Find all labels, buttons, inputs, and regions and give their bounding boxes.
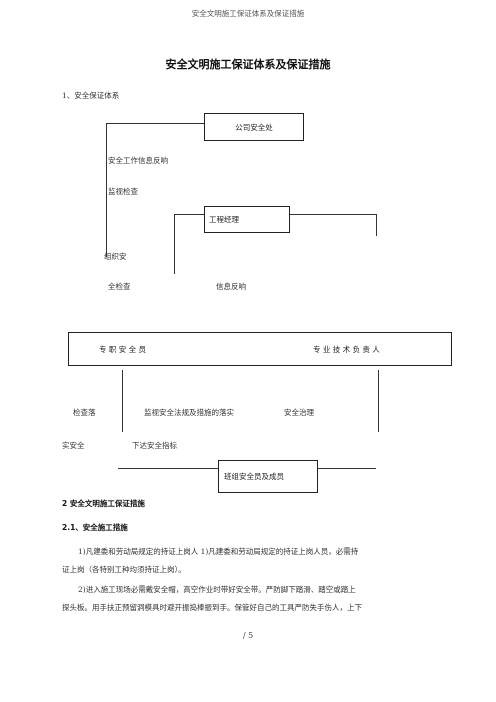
info-feedback-2-label: 信息反响 <box>216 282 246 291</box>
full-time-safety-label: 专 职 安 全 员 <box>99 344 147 354</box>
connector-line <box>378 370 379 432</box>
connector-line <box>122 370 123 432</box>
section-2-heading: 2 安全文明施工保证措施 <box>62 499 145 508</box>
team-safety-box: 班组安全员及成员 <box>218 460 318 493</box>
paragraph-1-line-2: 证上岗（各特别工种均须持证上岗）。 <box>62 565 186 574</box>
connector-line <box>318 468 376 469</box>
page-number: / 5 <box>242 631 254 640</box>
connector-line <box>174 214 175 274</box>
project-manager-box: 工程经理 <box>204 206 290 233</box>
connector-line <box>376 214 377 236</box>
tech-lead-label: 专 业 技 术 负 责 人 <box>313 344 380 354</box>
company-safety-label: 公司安全处 <box>235 122 273 132</box>
section-2-1-heading: 2.1、安全施工措施 <box>62 523 128 532</box>
safety-staff-row: 专 职 安 全 员 专 业 技 术 负 责 人 <box>68 332 452 366</box>
connector-line <box>118 468 218 469</box>
connector-line <box>290 214 376 215</box>
implement-safety-label: 实安全 <box>62 441 85 450</box>
organize-safety-label: 组织安 <box>104 252 127 261</box>
paragraph-2-line-2: 探头板。用手扶正预留洞模具时避开振捣棒振到手。保管好自己的工具严防失手伤人，上下 <box>62 603 362 612</box>
connector-line <box>106 123 204 124</box>
info-feedback-label: 安全工作信息反响 <box>108 156 168 165</box>
supervise-check-label: 监视检查 <box>108 187 138 196</box>
paragraph-2-line-1: 2)进入施工现场必需戴安全帽，高空作业时带好安全带。严防脚下踏滑、踏空或踏上 <box>78 585 356 594</box>
document-title: 安全文明施工保证体系及保证措施 <box>165 58 331 71</box>
page-header: 安全文明施工保证体系及保证措施 <box>191 9 305 18</box>
project-manager-label: 工程经理 <box>209 215 239 224</box>
check-implement-label: 检查落 <box>73 408 96 417</box>
section-1-heading: 1、安全保证体系 <box>62 91 120 100</box>
connector-line <box>174 214 204 215</box>
safety-governance-label: 安全治理 <box>284 408 314 417</box>
company-safety-box: 公司安全处 <box>204 113 304 141</box>
full-check-label: 全检查 <box>108 282 131 291</box>
connector-line <box>106 123 107 257</box>
supervise-regulations-label: 监视安全法规及措施的落实 <box>144 408 234 417</box>
paragraph-1-line-1: 1)凡建委和劳动局规定的持证上岗人 1)凡建委和劳动局规定的持证上岗人员，必需持 <box>78 547 359 556</box>
issue-indicators-label: 下达安全指标 <box>132 441 177 450</box>
team-safety-label: 班组安全员及成员 <box>224 472 284 481</box>
